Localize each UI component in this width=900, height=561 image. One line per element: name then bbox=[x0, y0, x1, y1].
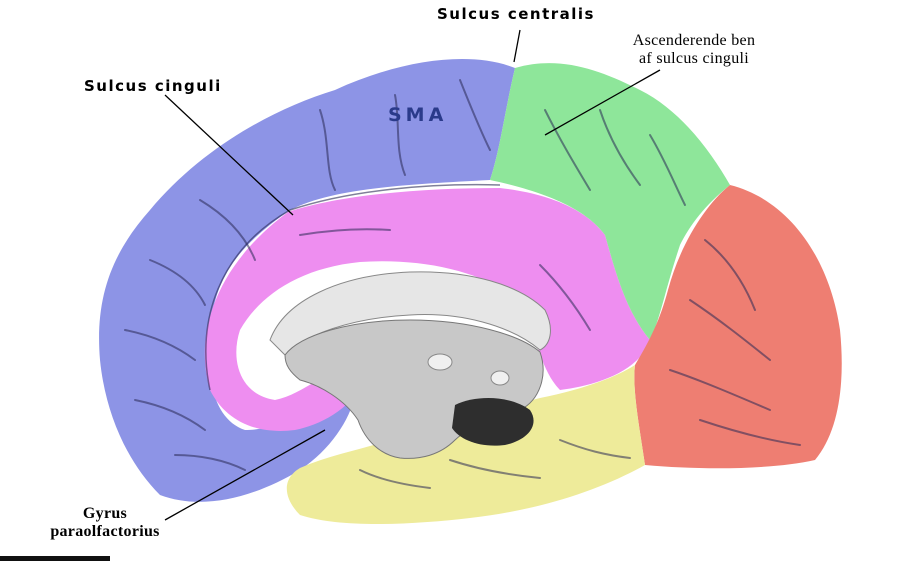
leader-sulcus-cinguli bbox=[164, 94, 294, 216]
label-gyrus-paraolfactorius: Gyrus paraolfactorius bbox=[40, 505, 170, 542]
label-ascenderende-line2: af sulcus cinguli bbox=[639, 50, 749, 68]
leader-gyrus-paraolfactorius bbox=[164, 429, 326, 521]
label-ascenderende: Ascenderende ben af sulcus cinguli bbox=[614, 32, 774, 69]
mammillary-highlight bbox=[490, 370, 510, 386]
region-medial-frontal bbox=[99, 59, 516, 502]
corpus-callosum bbox=[269, 271, 551, 356]
label-ascenderende-line1: Ascenderende ben bbox=[632, 32, 756, 49]
region-occipital bbox=[634, 185, 842, 469]
bottom-edge-bar bbox=[0, 556, 110, 561]
brainstem-dark bbox=[452, 398, 534, 446]
label-gyrus-line2: paraolfactorius bbox=[50, 523, 160, 541]
sma-label: SMA bbox=[388, 104, 448, 126]
label-sulcus-centralis: Sulcus centralis bbox=[437, 5, 595, 23]
region-cingulate bbox=[204, 188, 650, 431]
sulcal-folds bbox=[124, 79, 801, 489]
leader-ascenderende bbox=[544, 69, 661, 136]
label-sulcus-cinguli: Sulcus cinguli bbox=[84, 77, 222, 95]
leader-sulcus-centralis bbox=[513, 29, 521, 63]
label-gyrus-line1: Gyrus bbox=[82, 505, 128, 522]
sulcus-cinguli-line bbox=[205, 183, 501, 391]
thalamus-highlight bbox=[427, 353, 453, 371]
region-temporal bbox=[286, 365, 645, 524]
